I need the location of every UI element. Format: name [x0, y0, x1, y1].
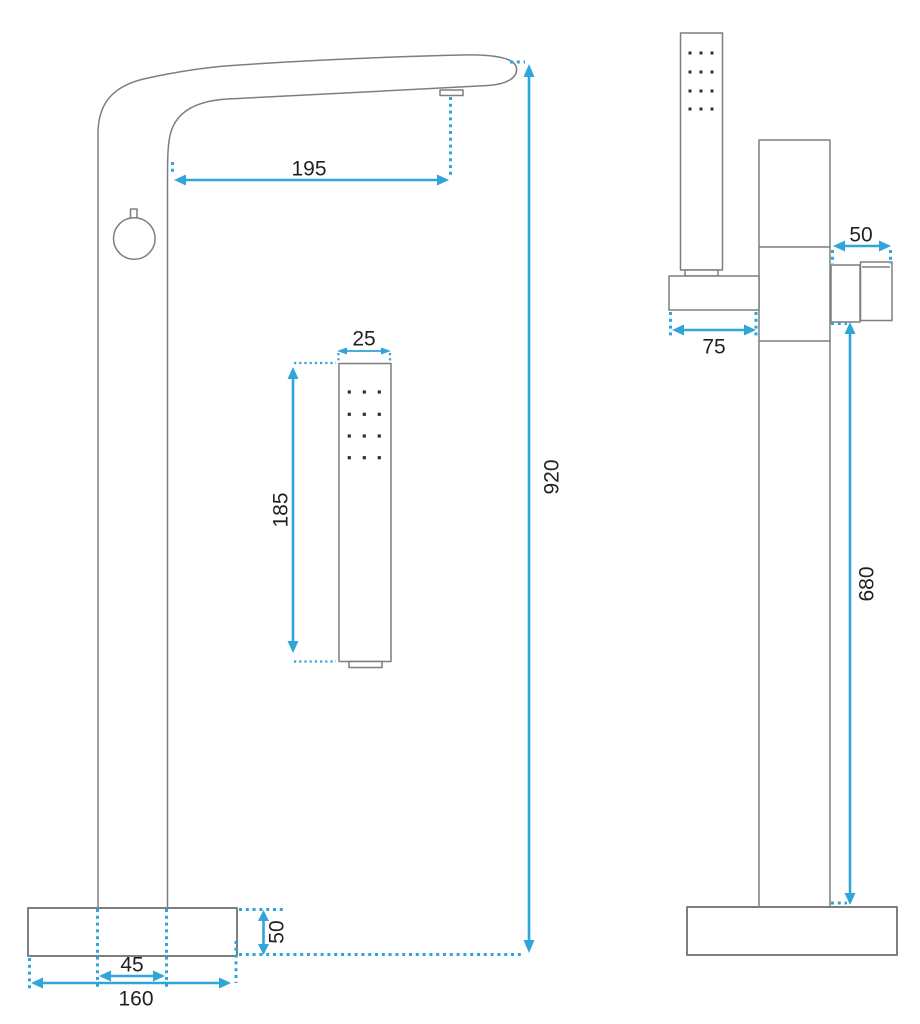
dim-label: 45: [120, 954, 143, 977]
dim-label: 25: [352, 328, 375, 351]
dim-total-height: 920: [239, 60, 564, 956]
hand-shower-nozzles-side: [688, 51, 714, 111]
dim-label: 185: [270, 492, 293, 527]
side-view: 75 50 680: [668, 32, 898, 956]
faucet-body-outline: [97, 54, 518, 909]
hand-shower-connector-front: [348, 660, 383, 669]
hand-shower-side: [679, 32, 724, 271]
dim-label: 50: [266, 920, 289, 943]
handle-knob: [112, 216, 156, 261]
dim-label: 920: [541, 459, 564, 494]
dim-holder-depth: 75: [669, 312, 758, 359]
dim-base-height: 50: [239, 908, 289, 955]
mixer-valve-knob: [859, 261, 893, 322]
dim-label: 160: [118, 988, 153, 1011]
dim-spout-reach: 195: [171, 97, 452, 186]
shower-holder: [668, 275, 760, 311]
hand-shower-connector-side: [684, 269, 719, 277]
mixer-valve-body: [830, 264, 861, 323]
dim-label: 680: [856, 566, 879, 601]
hand-shower-nozzles-front: [347, 390, 381, 460]
front-view: 195 920 25 185: [27, 54, 564, 1011]
dim-label: 75: [702, 336, 725, 359]
dim-base-width: 160: [28, 941, 238, 1011]
column-side: [758, 139, 831, 908]
dim-spout-height: 680: [831, 322, 879, 905]
dim-handshower-width: 25: [337, 328, 392, 361]
hand-shower-front: [338, 362, 392, 663]
spout-outlet: [439, 89, 464, 97]
dim-column-width: 45: [96, 909, 168, 988]
dim-label: 50: [849, 224, 872, 247]
base-front: [27, 907, 238, 957]
dim-label: 195: [291, 158, 326, 181]
base-side: [686, 906, 898, 956]
dim-handshower-length: 185: [270, 361, 336, 663]
dim-mixer-depth: 50: [831, 224, 892, 264]
